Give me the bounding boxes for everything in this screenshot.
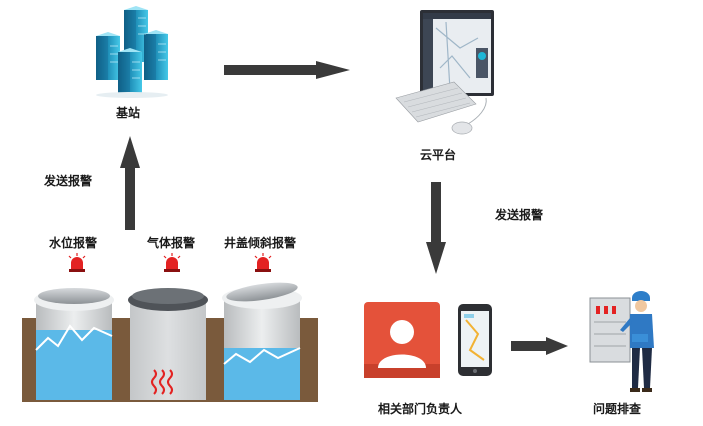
troubleshooting-label: 问题排查 <box>593 402 642 416</box>
arrow-to-responsible <box>424 180 448 276</box>
responsible-person-label: 相关部门负责人 <box>378 402 463 416</box>
base-station-icon <box>88 6 172 98</box>
gas-alarm-label: 气体报警 <box>147 236 196 250</box>
phone-icon <box>458 304 492 376</box>
cover-tilt-alarm-label: 井盖倾斜报警 <box>224 236 297 250</box>
manhole-wells <box>22 278 318 402</box>
siren-icon <box>66 252 88 274</box>
cloud-platform-label: 云平台 <box>420 148 457 162</box>
siren-icon <box>161 252 183 274</box>
water-level-alarm-label: 水位报警 <box>49 236 98 250</box>
worker-icon <box>588 290 660 394</box>
arrow-to-cloud <box>222 60 352 80</box>
base-station-label: 基站 <box>116 106 141 120</box>
computer-icon <box>390 8 500 138</box>
send-alarm-label-left: 发送报警 <box>44 174 93 188</box>
send-alarm-label-right: 发送报警 <box>495 208 544 222</box>
contact-card-icon <box>364 302 440 378</box>
arrow-to-base-station <box>118 134 142 232</box>
siren-icon <box>252 252 274 274</box>
arrow-to-troubleshooting <box>510 336 570 356</box>
